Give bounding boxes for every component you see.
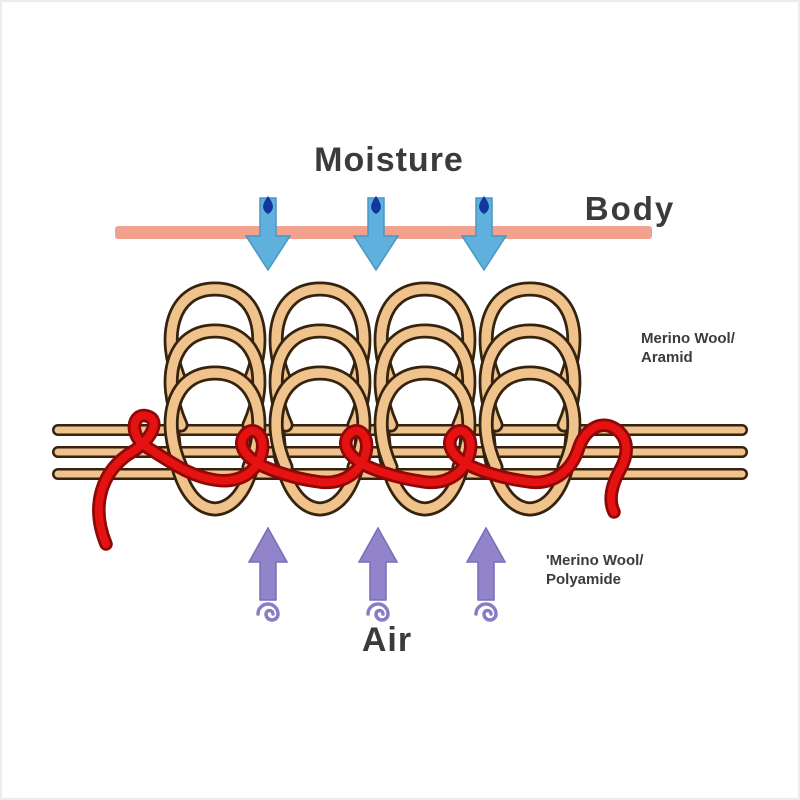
swirl-icon (366, 602, 390, 622)
air-label: Air (361, 621, 413, 659)
material-top-label: Merino Wool/ Aramid (641, 329, 735, 367)
material-bottom-line1: 'Merino Wool/ (546, 552, 644, 569)
swirl-icon (256, 602, 280, 622)
air-arrow-icon (358, 527, 398, 601)
body-label: Body (584, 190, 676, 227)
air-arrows (248, 527, 506, 622)
swirl-icon (474, 602, 498, 622)
material-bottom-label: 'Merino Wool/ Polyamide (546, 551, 643, 589)
material-top-line2: Aramid (641, 349, 693, 366)
material-top-line1: Merino Wool/ (641, 330, 735, 347)
weft-yarn (92, 408, 633, 551)
air-arrow-icon (466, 527, 506, 601)
moisture-label: Moisture (314, 141, 464, 179)
material-bottom-line2: Polyamide (546, 571, 622, 588)
air-arrow-icon (248, 527, 288, 601)
